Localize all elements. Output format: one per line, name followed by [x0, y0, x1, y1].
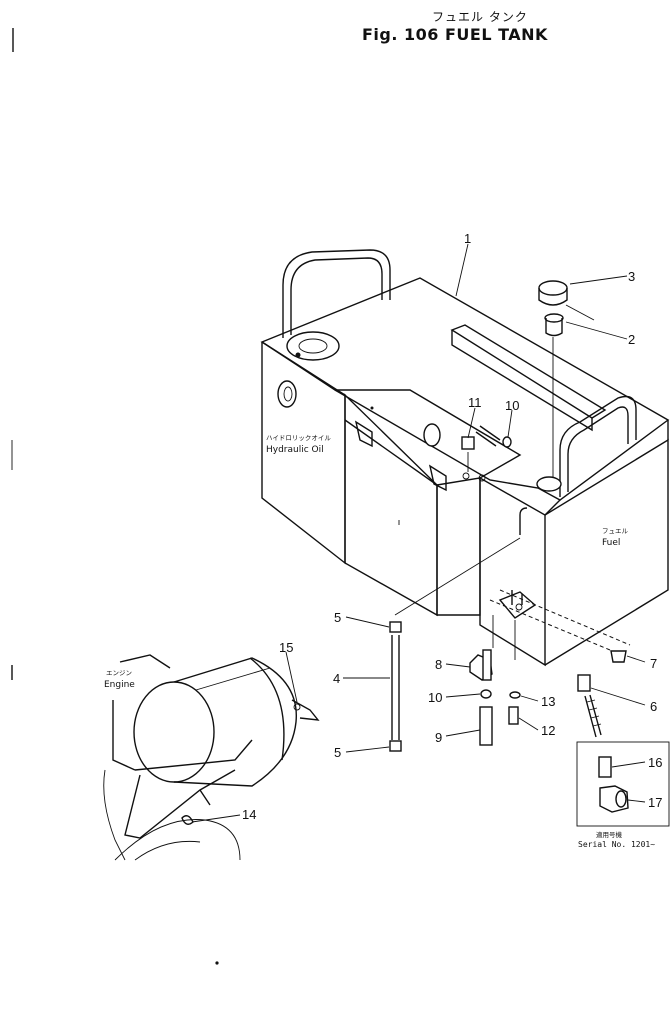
- hydraulic-oil-label: Hydraulic Oil: [266, 445, 324, 455]
- leader-lines: [191, 243, 646, 823]
- callout-3: 3: [628, 269, 635, 284]
- callout-14: 14: [242, 807, 256, 822]
- filler-cap: [538, 280, 595, 321]
- callout-10-upper: 10: [505, 398, 519, 413]
- callout-12: 12: [541, 723, 555, 738]
- filler-strainer: [544, 313, 564, 337]
- callout-10-lower: 10: [428, 690, 442, 705]
- engine-label-jp: エンジン: [106, 669, 132, 677]
- serial-inset: [576, 741, 670, 827]
- figure-title: Fig. 106 FUEL TANK: [362, 25, 548, 44]
- washer-10-top: [502, 436, 512, 448]
- speck: [215, 961, 219, 965]
- callout-5-lower: 5: [334, 745, 341, 760]
- hydraulic-oil-label-jp: ハイドロリックオイル: [266, 434, 331, 442]
- callout-11: 11: [468, 395, 482, 410]
- callout-9: 9: [435, 730, 442, 745]
- callout-16: 16: [648, 755, 662, 770]
- callout-15: 15: [279, 640, 293, 655]
- fuel-label-jp: フュエル: [602, 527, 629, 535]
- callout-numbers: 1 2 3 4 5 5 6 7 8 9 10 10 11 12 13 14 15…: [242, 231, 662, 822]
- plug-11: [461, 436, 475, 472]
- fuel-label: Fuel: [602, 538, 620, 548]
- serial-label-jp: 適用号機: [596, 830, 623, 839]
- callout-5-upper: 5: [334, 610, 341, 625]
- callout-17: 17: [648, 795, 662, 810]
- fitting-7: [489, 589, 631, 663]
- tank-body: [260, 249, 670, 667]
- hose-4: [389, 537, 521, 752]
- engine-assembly: [103, 654, 320, 861]
- callout-13: 13: [541, 694, 555, 709]
- callout-7: 7: [650, 656, 657, 671]
- engine-label: Engine: [104, 680, 135, 690]
- callout-2: 2: [628, 332, 635, 347]
- callout-4: 4: [333, 671, 340, 686]
- serial-label: Serial No. 1201~: [578, 840, 655, 849]
- figure-title-japanese: フュエル タンク: [432, 10, 528, 24]
- callout-6: 6: [650, 699, 657, 714]
- callout-1: 1: [464, 231, 471, 246]
- connector-6: [577, 674, 602, 738]
- callout-8: 8: [435, 657, 442, 672]
